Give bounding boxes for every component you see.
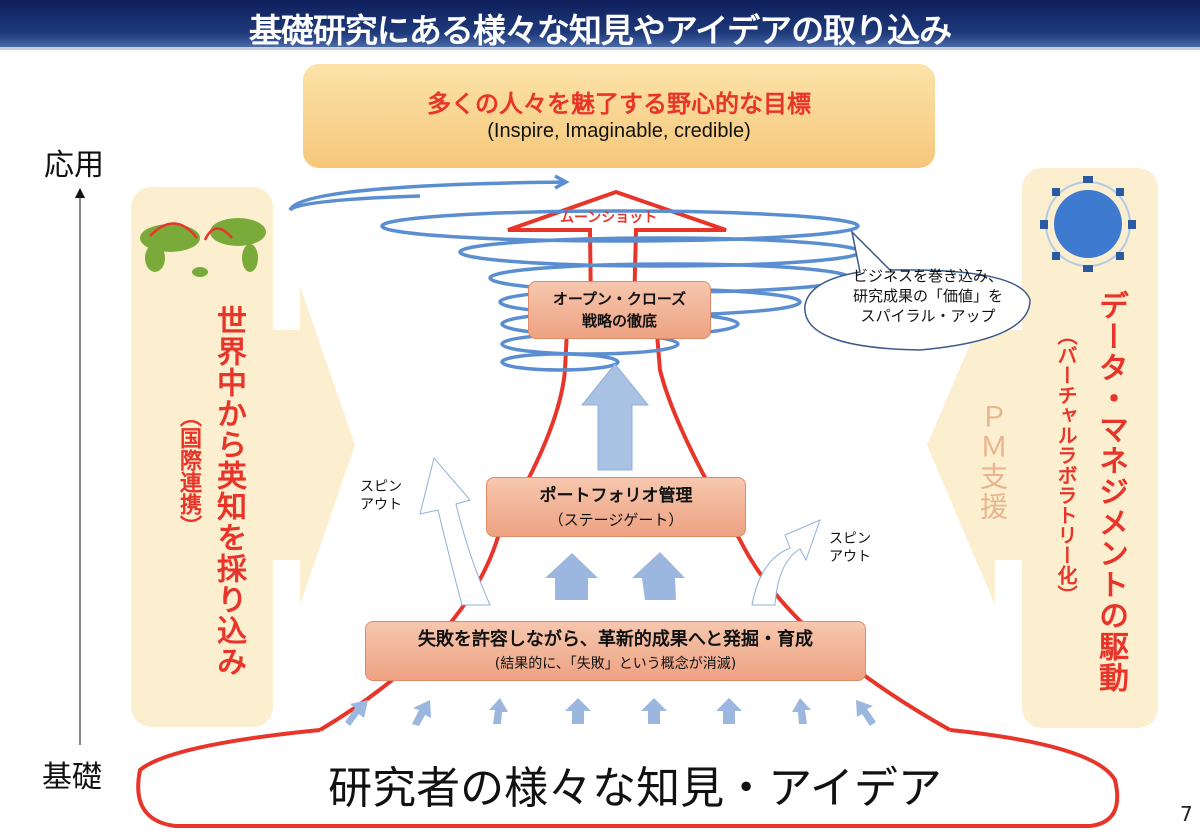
axis-label-applied: 応用 [44,148,104,183]
spinout-left-arrow [419,456,491,606]
small-up-arrow [641,698,667,724]
callout-bubble [804,229,1031,351]
title-bar: 基礎研究にある様々な知見やアイデアの取り込み [0,0,1200,50]
axis-label-basic: 基礎 [42,760,102,795]
slide-title: 基礎研究にある様々な知見やアイデアの取り込み [248,11,952,50]
callout-line: スパイラル・アップ [860,307,996,325]
small-up-arrow [716,698,742,724]
label-line: スピン [360,479,402,495]
goal-title: 多くの人々を魅了する野心的な目標 [427,90,811,118]
label-line: アウト [829,549,871,565]
portfolio-management-box: ポートフォリオ管理 （ステージゲート） [486,477,746,537]
small-up-arrow [792,698,811,724]
right-panel [1022,168,1158,728]
up-arrow [632,552,685,600]
callout-text: ビジネスを巻き込み、 研究成果の「価値」を スパイラル・アップ [818,266,1038,326]
world-map-icon [140,218,266,277]
page-number: 7 [1180,802,1193,826]
title-divider [0,47,1200,50]
box-line: （ステージゲート） [548,511,684,529]
box-line: オープン・クローズ [552,290,687,308]
pm-support-label: ＰＭ支援 [976,402,1009,522]
small-up-arrow [856,700,876,726]
open-close-strategy-box: オープン・クローズ 戦略の徹底 [528,281,711,339]
small-arrows [345,698,876,726]
callout-line: ビジネスを巻き込み、 [852,267,1003,285]
goal-subtitle: (Inspire, Imaginable, credible) [487,120,751,142]
left-big-arrow [273,286,355,605]
failure-tolerance-box: 失敗を許容しながら、革新的成果へと発掘・育成 (結果的に、「失敗」という概念が消… [365,621,866,681]
box-line: 失敗を許容しながら、革新的成果へと発掘・育成 [417,629,814,650]
small-up-arrow [412,700,431,726]
spiral-end [288,180,567,211]
right-big-arrow [927,286,1022,605]
globe-network-icon [1040,176,1136,272]
small-up-arrow [565,698,591,724]
goal-box: 多くの人々を魅了する野心的な目標 (Inspire, Imaginable, c… [303,64,935,168]
base-text: 研究者の様々な知見・アイデア [328,763,942,814]
moonshot-arrow [507,189,727,311]
moonshot-label: ムーンショット [560,210,658,226]
base-outline [136,728,1120,828]
spinout-left-label: スピン アウト [360,478,402,514]
axis-arrowhead [75,188,85,198]
label-line: アウト [360,497,402,513]
box-line: ポートフォリオ管理 [539,486,693,506]
right-panel-main-text: データ・マネジメントの駆動 [1093,290,1128,693]
small-up-arrow [345,700,368,726]
box-line: 戦略の徹底 [581,312,657,330]
spinout-right-arrow [751,519,821,606]
left-panel-main-text: 世界中から英知を採り込み [211,305,246,677]
label-line: スピン [829,531,871,547]
funnel-right-line [653,309,951,732]
box-line: (結果的に、「失敗」という概念が消滅) [494,656,737,672]
right-panel-sub-text: （バーチャルラボラトリー化） [1054,325,1078,605]
up-arrow [545,553,598,600]
callout-line: 研究成果の「価値」を [852,287,1003,305]
small-up-arrow [489,698,508,724]
left-panel [131,187,273,727]
spinout-right-label: スピン アウト [829,530,871,566]
left-panel-sub-text: （国際連携） [176,405,201,537]
central-up-arrow [580,363,650,471]
